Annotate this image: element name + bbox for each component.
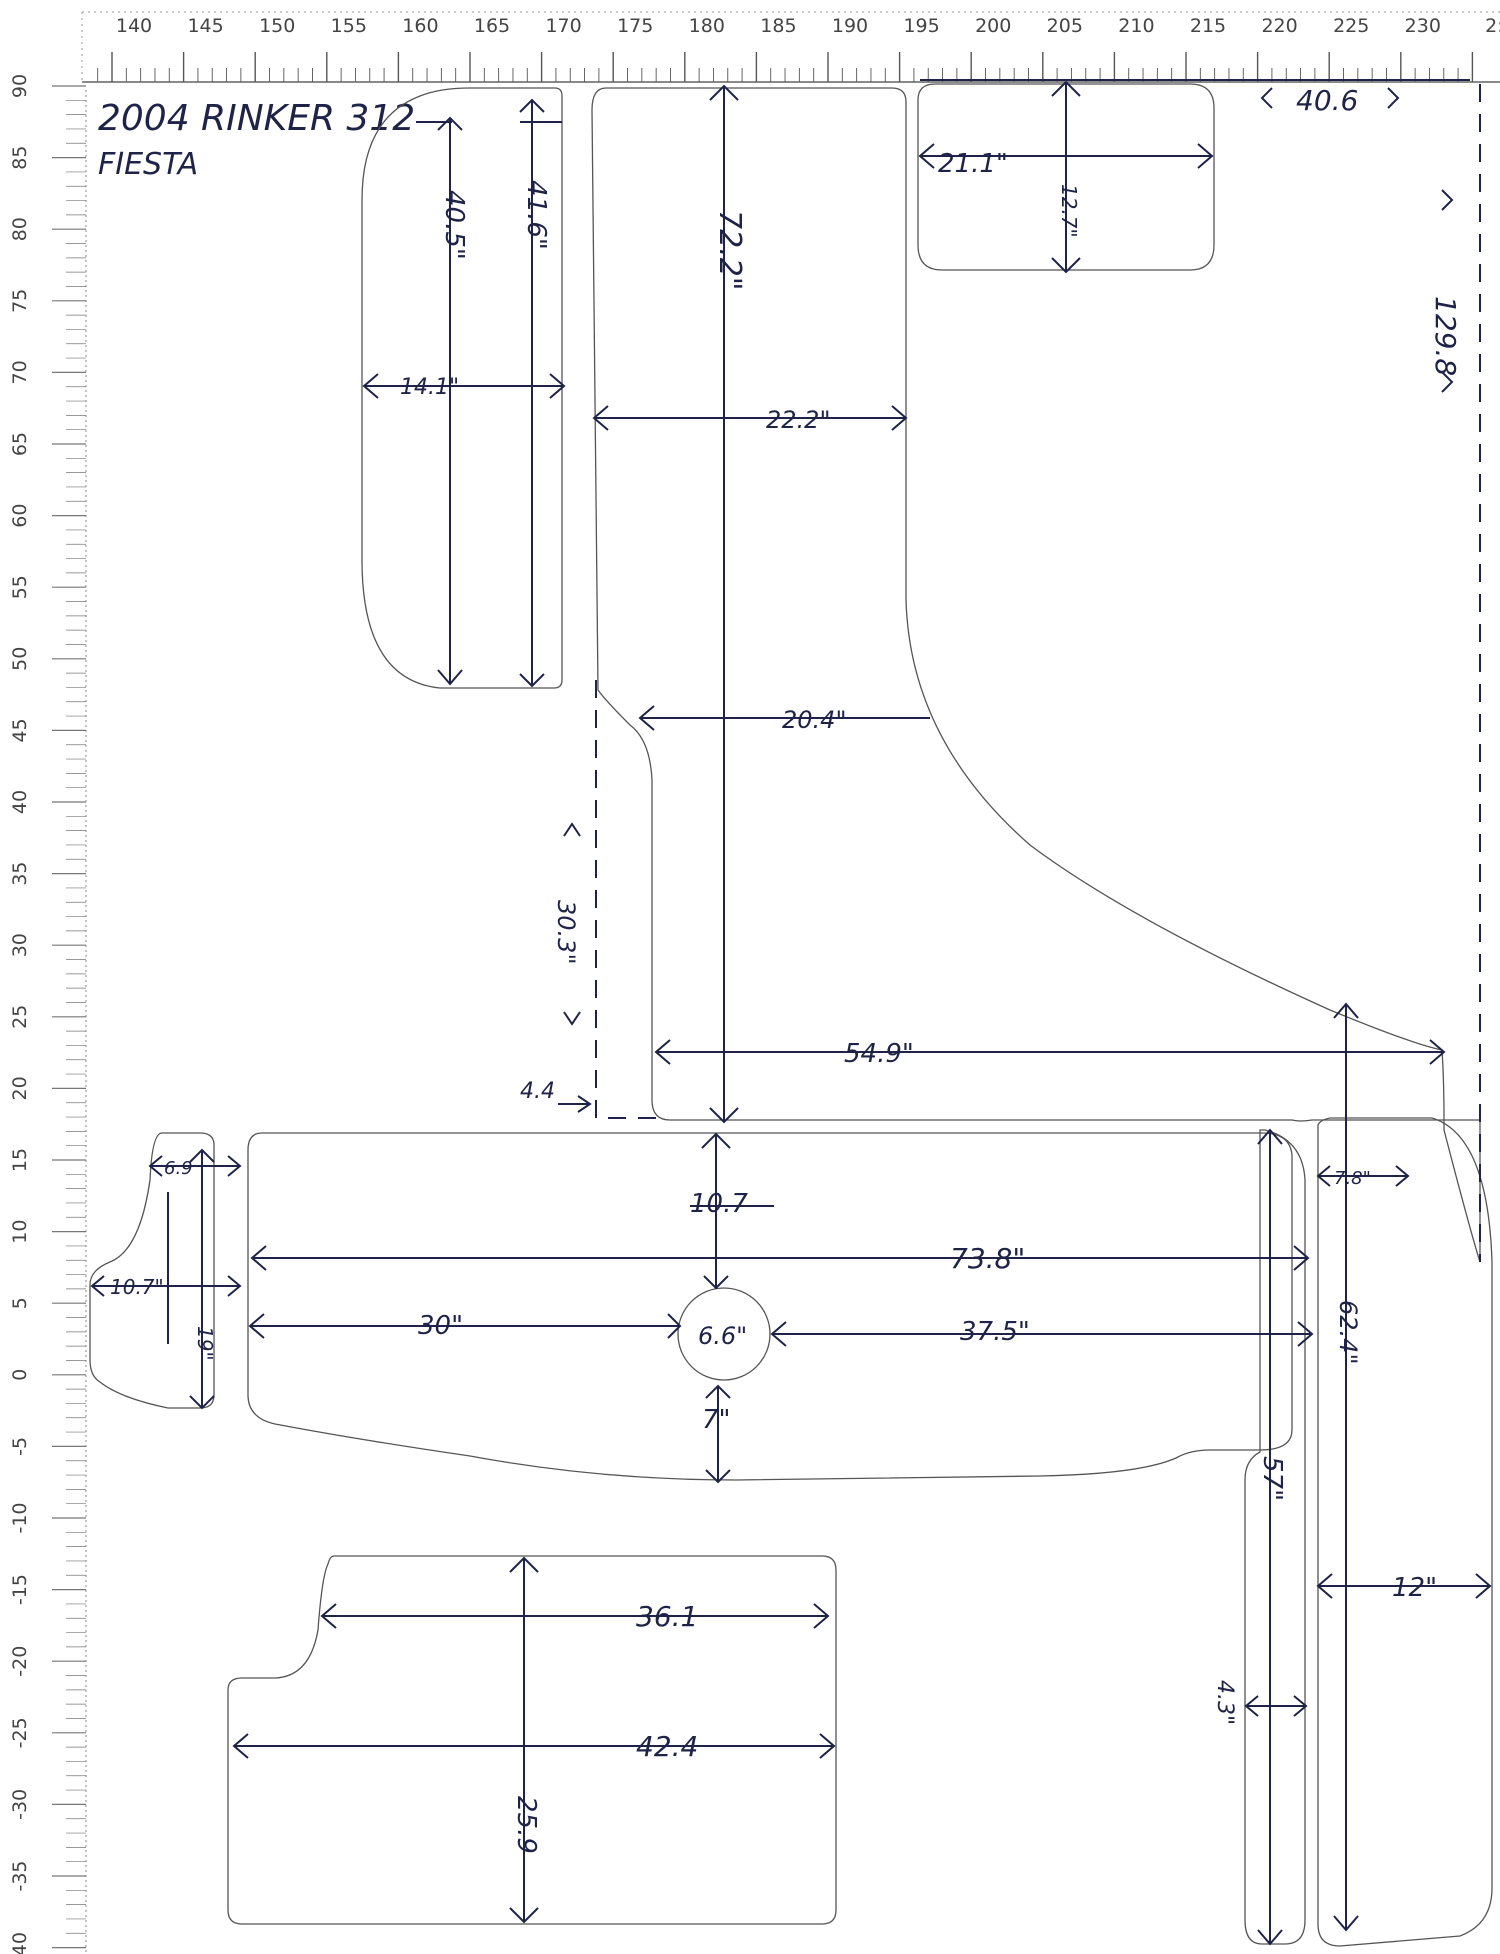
label-12: 12" [1392,1573,1437,1603]
piece-bottom-right-strip-2 [1317,1117,1493,1947]
left-ruler-label: 80 [9,217,31,241]
title-line-2: FIESTA [98,147,198,182]
piece-top-right-box [917,83,1215,271]
piece-bottom-right-strip-1 [1244,1129,1306,1945]
left-ruler-label: -10 [9,1502,31,1533]
left-ruler-label: 15 [9,1148,31,1172]
top-ruler-label: 2: [1485,15,1500,37]
label-6-9: 6.9 [164,1158,193,1179]
top-ruler-label: 205 [1047,15,1083,37]
hole-circle [677,1287,771,1381]
top-ruler-label: 210 [1118,15,1154,37]
left-ruler-label: -5 [9,1437,31,1456]
left-ruler-label: 40 [9,790,31,814]
piece-left-small [89,1132,215,1409]
top-ruler-label: 175 [617,15,653,37]
left-ruler-label: -20 [9,1646,31,1677]
piece-bottom-left [227,1555,837,1925]
label-14-1: 14.1" [400,375,459,400]
left-ruler-label: 5 [9,1297,31,1309]
label-22-2: 22.2" [766,406,830,434]
label-7-8: 7.8" [1334,1168,1371,1189]
label-10-7-center: 10.7 [690,1189,748,1219]
top-ruler-label: 200 [975,15,1011,37]
top-ruler: 140 145 150 155 160 165 170 175 180 185 190 195 200 2… [81,11,1500,83]
top-ruler-label: 220 [1261,15,1297,37]
label-37-5: 37.5" [960,1317,1030,1347]
label-36-1: 36.1 [636,1600,698,1633]
left-ruler-label: 0 [9,1369,31,1381]
left-ruler-label: 90 [9,74,31,98]
top-ruler-label: 225 [1333,15,1369,37]
top-ruler-label: 230 [1405,15,1441,37]
label-40-6: 40.6 [1296,84,1358,117]
top-ruler-label: 190 [832,15,868,37]
label-57: 57" [1257,1456,1287,1501]
top-ruler-label: 215 [1190,15,1226,37]
top-ruler-label: 155 [331,15,367,37]
label-30-3: 30.3" [552,900,580,964]
label-6-6: 6.6" [698,1322,747,1350]
top-ruler-label: 160 [402,15,438,37]
left-ruler-label: 45 [9,718,31,742]
label-40-5: 40.5" [439,190,469,260]
label-41-6: 41.6" [521,180,551,250]
top-ruler-label: 150 [259,15,295,37]
label-4-4: 4.4 [520,1079,555,1104]
left-ruler-label: 70 [9,360,31,384]
label-30: 30" [418,1311,463,1341]
top-ruler-label: 195 [903,15,939,37]
label-62-4: 62.4" [1334,1300,1362,1364]
left-ruler-label: 30 [9,933,31,957]
label-73-8: 73.8" [950,1242,1025,1275]
left-ruler-label: -35 [9,1860,31,1891]
label-54-9: 54.9" [844,1039,914,1069]
label-4-3: 4.3" [1212,1680,1237,1725]
left-ruler-label: -25 [9,1717,31,1748]
label-19: 19" [193,1326,217,1361]
left-ruler-label: -15 [9,1574,31,1605]
top-ruler-label: 140 [116,15,152,37]
left-ruler-label: -30 [9,1789,31,1820]
top-ruler-label: 170 [545,15,581,37]
left-ruler-label: 65 [9,432,31,456]
label-25-9: 25.9 [511,1796,541,1854]
label-20-4: 20.4" [782,706,846,734]
label-72-2: 72.2" [712,210,747,291]
piece-center-horizontal [247,1132,1293,1481]
dimension-lines [90,79,1492,1946]
top-ruler-label: 185 [760,15,796,37]
title-line-1: 2004 RINKER 312 [98,98,415,139]
left-ruler-label: 60 [9,504,31,528]
left-ruler-label: 35 [9,862,31,886]
label-42-4: 42.4 [636,1730,698,1763]
top-ruler-label: 165 [474,15,510,37]
piece-main-l-shape [591,87,1481,1263]
label-7: 7" [702,1405,731,1435]
label-12-7: 12.7" [1057,184,1081,238]
label-129-8: 129.8 [1429,296,1462,376]
left-ruler-label: 50 [9,647,31,671]
left-ruler-label: 55 [9,575,31,599]
left-ruler: 908580757065605550454035302520151050-5-1… [9,74,87,1954]
label-21-1: 21.1" [938,149,1008,179]
label-10-7-side: 10.7" [110,1275,164,1299]
top-ruler-label: 180 [689,15,725,37]
left-ruler-label: 85 [9,146,31,170]
left-ruler-label: -40 [9,1932,31,1954]
piece-top-left-cushion [361,87,563,689]
left-ruler-label: 20 [9,1076,31,1100]
top-ruler-label: 145 [187,15,223,37]
left-ruler-label: 25 [9,1005,31,1029]
left-ruler-label: 10 [9,1220,31,1244]
dimension-labels: 40.5" 41.6" 14.1" 72.2" 22.2" 21.1" 12.7… [110,84,1462,1854]
left-ruler-label: 75 [9,289,31,313]
